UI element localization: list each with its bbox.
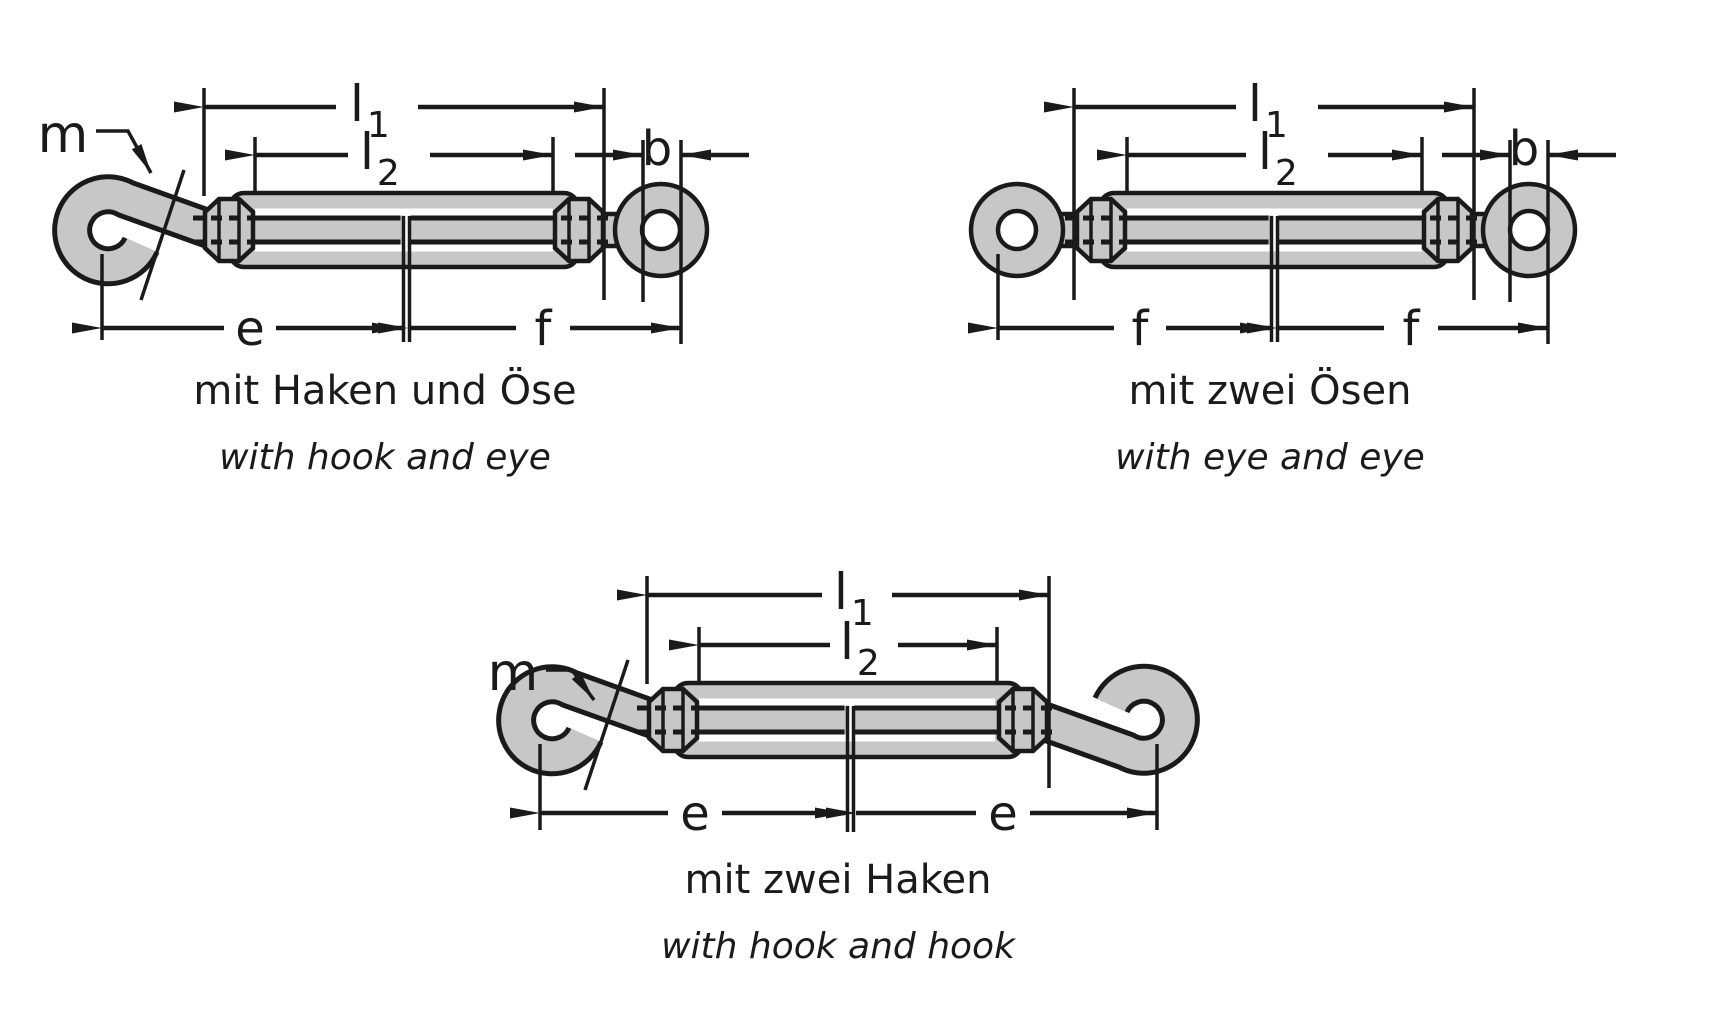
svg-text:m: m (488, 643, 539, 703)
dimension-e-right: e (826, 744, 1159, 842)
hex-nut-right (555, 199, 603, 261)
diagram-eye-and-eye: l1 l2 b f f mit zwei Ösen with e (968, 75, 1616, 478)
svg-text:l2: l2 (360, 123, 400, 194)
diagram-hook-and-hook: l1 l2 e e m mit zwei Haken with hook and… (488, 563, 1180, 967)
dimension-l1: l1 (617, 563, 1051, 788)
dimension-l2: l2 (225, 123, 555, 194)
callout-m: m (488, 643, 596, 703)
hex-nut-right (1424, 199, 1472, 261)
svg-text:l1: l1 (834, 563, 874, 634)
hex-nut-right (999, 689, 1047, 751)
svg-text:l1: l1 (1248, 75, 1288, 146)
dimension-l2: l2 (1097, 123, 1424, 194)
center-break-line (1269, 212, 1280, 342)
svg-text:e: e (988, 786, 1018, 842)
diagram-hook-and-eye: l1 l2 b e f (38, 75, 749, 478)
svg-text:e: e (680, 786, 710, 842)
dimension-b: b (575, 121, 749, 344)
eye-end (597, 184, 707, 276)
caption-en: with eye and eye (1115, 437, 1425, 478)
svg-text:f: f (535, 301, 553, 357)
caption-en: with hook and hook (661, 926, 1017, 967)
thread-dashes (1065, 215, 1484, 245)
svg-text:l1: l1 (350, 75, 390, 146)
caption-de: mit zwei Ösen (1129, 366, 1412, 414)
svg-text:l2: l2 (1258, 123, 1298, 194)
dimension-b: b (1442, 121, 1616, 344)
dimension-e-left: e (510, 744, 845, 842)
svg-text:b: b (642, 121, 672, 177)
caption-de: mit zwei Haken (685, 857, 992, 903)
hook-end (72, 194, 218, 266)
svg-text:f: f (1403, 301, 1421, 357)
dimension-l1: l1 (174, 75, 606, 300)
hex-nut-left (1077, 199, 1125, 261)
caption-de: mit Haken und Öse (193, 366, 576, 414)
thread-dashes (637, 705, 1059, 735)
dimension-f-right: f (1247, 301, 1548, 357)
svg-text:l2: l2 (840, 613, 880, 684)
svg-text:b: b (1509, 121, 1539, 177)
center-break-line (845, 702, 856, 832)
caption-en: with hook and eye (219, 437, 551, 478)
threaded-rod (697, 705, 999, 735)
svg-text:f: f (1132, 301, 1150, 357)
dimension-l1: l1 (1044, 75, 1476, 300)
threaded-rod (1125, 215, 1424, 245)
svg-text:m: m (38, 105, 89, 165)
dimension-l2: l2 (669, 613, 999, 684)
hex-nut-left (205, 199, 253, 261)
center-break-line (401, 212, 412, 342)
thread-mark-line (139, 169, 186, 301)
thread-mark-line (583, 659, 630, 791)
callout-m: m (38, 105, 153, 174)
eye-end-right (1465, 184, 1575, 276)
dimension-f: f (378, 301, 681, 357)
eye-end-left (971, 184, 1083, 276)
svg-text:e: e (235, 301, 265, 357)
hex-nut-left (649, 689, 697, 751)
threaded-rod (253, 215, 555, 245)
